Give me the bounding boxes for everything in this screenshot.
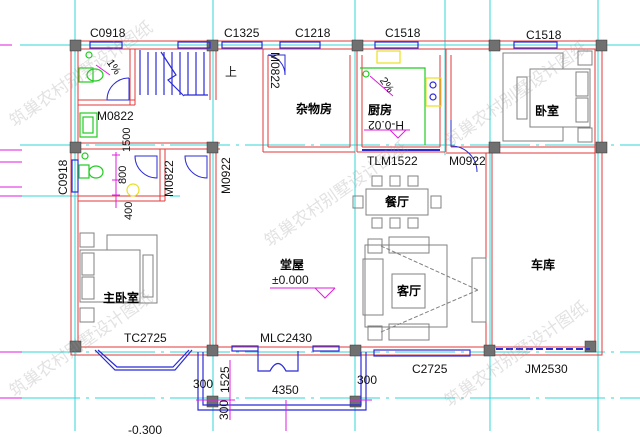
door-label-m0822-utility: M0822 — [268, 52, 282, 89]
windows — [71, 41, 590, 411]
elevation-kitchen: H-0.02 — [368, 118, 405, 132]
axis-grid — [20, 0, 640, 431]
room-label-garage: 车库 — [531, 258, 556, 272]
door-label-mlc2430: MLC2430 — [260, 331, 313, 345]
dimension-porch-right: 300 — [357, 373, 378, 387]
room-label-kitchen: 厨房 — [368, 103, 393, 117]
window-label-c1518-kitchen: C1518 — [385, 26, 421, 40]
room-label-utility: 杂物房 — [296, 102, 333, 116]
columns — [69, 39, 608, 408]
room-label-hall: 堂屋 — [280, 258, 305, 272]
elevation-hall: ±0.000 — [272, 273, 309, 287]
dimension-porch-bottom: 300 — [217, 399, 231, 420]
dimension-400: 400 — [123, 201, 135, 220]
dimension-porch-depth: 1525 — [218, 366, 232, 393]
door-label-m0922-hall: M0922 — [219, 157, 233, 194]
bathroom-fixtures — [78, 51, 426, 179]
dimension-porch-left: 300 — [193, 377, 214, 391]
door-label-m0822-bath: M0822 — [97, 109, 134, 123]
room-label-living: 客厅 — [397, 284, 422, 298]
window-label-c0918-top: C0918 — [90, 26, 126, 40]
furniture — [79, 50, 593, 341]
window-label-c1218: C1218 — [295, 26, 331, 40]
window-label-c0918-side: C0918 — [56, 159, 70, 195]
window-label-tc2725: TC2725 — [124, 331, 167, 345]
window-label-c2725: C2725 — [412, 362, 448, 376]
elevation-outside: -0.300 — [128, 423, 163, 437]
dimension-porch-width: 4350 — [272, 383, 299, 397]
stair-up-label: 上 — [225, 65, 238, 79]
window-label-c1325: C1325 — [224, 26, 260, 40]
window-label-c1518-bedroom: C1518 — [526, 28, 562, 42]
dimension-1500: 1500 — [121, 127, 133, 152]
door-label-m0922-bedroom: M0922 — [449, 154, 486, 168]
room-label-bedroom: 卧室 — [535, 104, 560, 118]
dimension-800: 800 — [117, 165, 129, 184]
room-label-dining: 餐厅 — [385, 195, 410, 209]
dimension-lines — [95, 64, 410, 431]
walls — [70, 40, 603, 356]
door-label-m0822-ensuite: M0822 — [162, 160, 176, 197]
room-label-master-bedroom: 主卧室 — [103, 291, 140, 305]
door-label-tlm1522: TLM1522 — [367, 154, 418, 168]
door-label-jm2530: JM2530 — [525, 362, 568, 376]
